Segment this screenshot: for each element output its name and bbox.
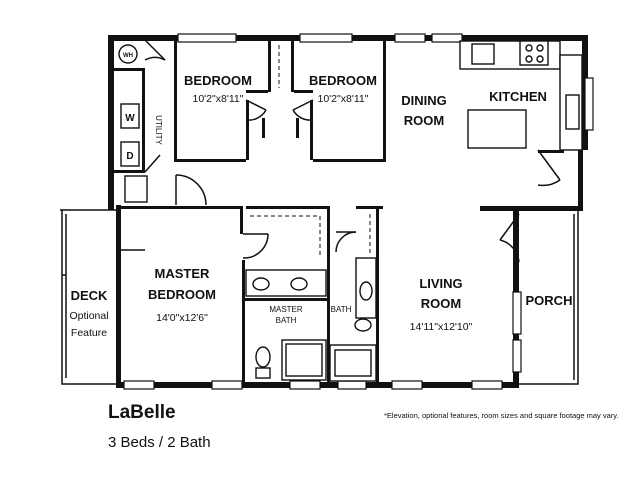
dryer-label: D <box>126 151 133 162</box>
master-sink-icon <box>252 277 270 291</box>
water-heater-label: WH <box>123 53 133 59</box>
closets <box>250 45 371 256</box>
master-bath-label-line1: MASTER <box>269 305 303 314</box>
master-sink-icon <box>290 277 308 291</box>
master-bath-label-line2: BATH <box>276 316 297 325</box>
plan-summary: 3 Beds / 2 Bath <box>108 434 211 451</box>
bedroom-2-size: 10'2"x8'11" <box>318 93 369 105</box>
utility-appliances <box>118 44 148 203</box>
deck-label-line2: Optional <box>69 310 108 322</box>
kitchen-island <box>467 109 527 149</box>
deck-label-line1: DECK <box>71 288 108 303</box>
master-bedroom-label-line2: BEDROOM <box>148 287 216 302</box>
dryer-icon <box>120 141 140 167</box>
dining-room-label-line2: ROOM <box>404 113 444 128</box>
porch-outline <box>519 209 579 385</box>
bedroom-1-label: BEDROOM <box>184 73 252 88</box>
sink-icon <box>565 94 580 130</box>
porch-label: PORCH <box>526 293 573 308</box>
washer-label: W <box>125 113 135 124</box>
deck-outline <box>60 209 116 385</box>
windows <box>123 33 594 390</box>
master-toilet-icon <box>255 346 271 368</box>
doors <box>121 39 561 263</box>
kitchen-label: KITCHEN <box>489 89 547 104</box>
living-room-label-line1: LIVING <box>419 276 462 291</box>
utility-label: UTILITY <box>154 115 163 145</box>
disclaimer-note: *Elevation, optional features, room size… <box>384 411 619 420</box>
kitchen-fixtures <box>459 40 583 151</box>
master-bedroom-label-line1: MASTER <box>155 266 211 281</box>
washer-icon <box>120 103 140 129</box>
bath-label: BATH <box>331 305 352 314</box>
master-vanity <box>245 269 327 297</box>
interior-walls <box>114 40 564 382</box>
bath-sink-icon <box>359 281 373 301</box>
water-heater-icon <box>118 44 138 64</box>
living-room-label-line2: ROOM <box>421 296 461 311</box>
dining-room-label-line1: DINING <box>401 93 447 108</box>
living-room-size: 14'11"x12'10" <box>410 321 473 333</box>
master-bedroom-size: 14'0"x12'6" <box>156 312 208 324</box>
refrigerator-icon <box>471 43 495 65</box>
range-icon <box>519 40 549 66</box>
bath-toilet-icon <box>354 318 372 332</box>
bedroom-1-size: 10'2"x8'11" <box>193 93 244 105</box>
deck-label-line3: Feature <box>71 327 107 339</box>
bath-fixtures <box>245 257 377 382</box>
plan-name: LaBelle <box>108 402 176 423</box>
bedroom-2-label: BEDROOM <box>309 73 377 88</box>
